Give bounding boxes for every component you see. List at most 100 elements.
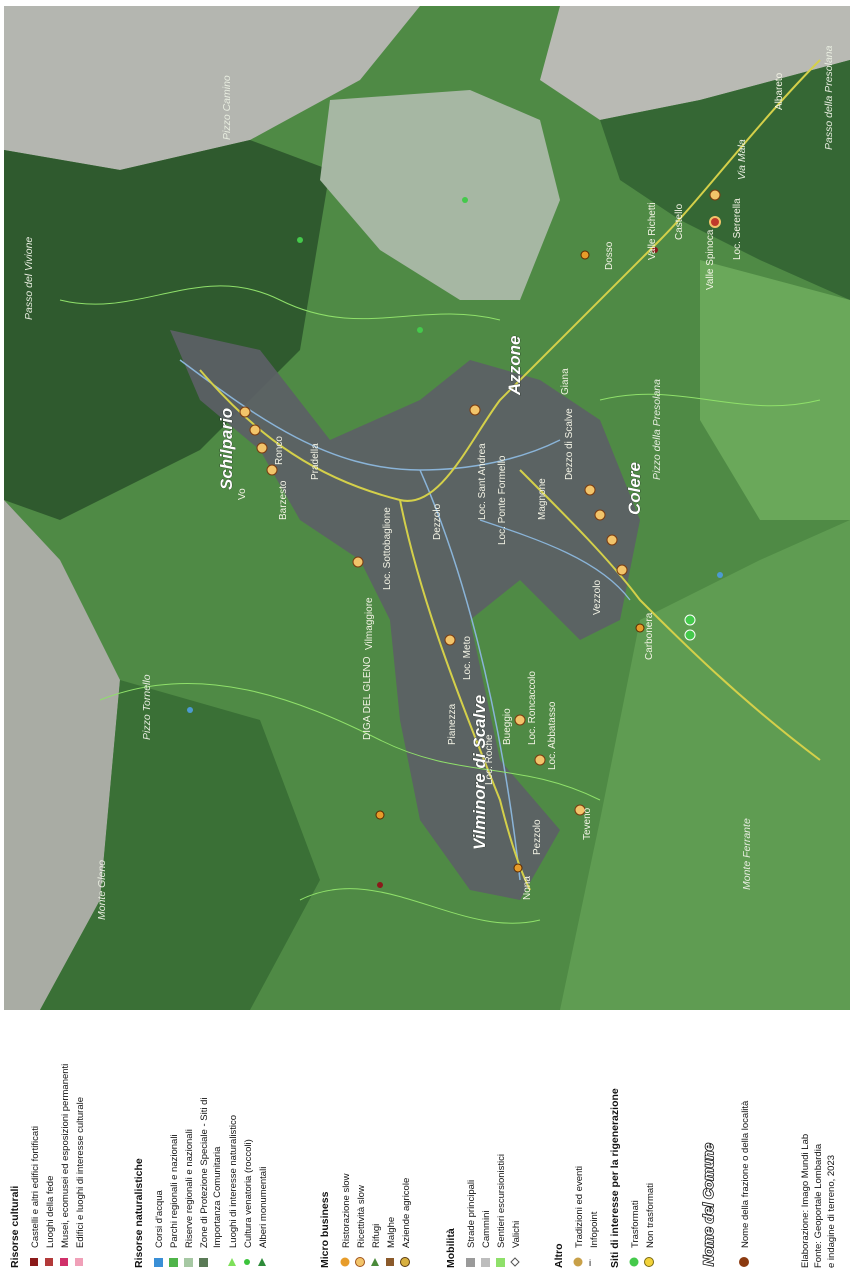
svg-text:Micro business: Micro business — [319, 1191, 331, 1268]
svg-text:Passo della Presolana: Passo della Presolana — [823, 45, 835, 150]
svg-text:Loc. Sottobaglione: Loc. Sottobaglione — [382, 507, 393, 590]
svg-text:Vo: Vo — [237, 488, 248, 500]
map-area[interactable]: Passo del Vivione Pizzo Camino Pizzo Tor… — [4, 6, 850, 1010]
reserve-icon — [184, 1258, 193, 1267]
main-road — [519, 469, 821, 761]
svg-text:Tradizioni ed eventi: Tradizioni ed eventi — [574, 1166, 585, 1248]
legend: Risorse culturali Castelli e altri edifi… — [9, 1064, 837, 1269]
poi-markers[interactable] — [187, 189, 723, 888]
rock-area — [540, 6, 850, 120]
svg-text:Trasformati: Trasformati — [630, 1200, 641, 1248]
svg-text:e indagine di terreno, 2023: e indagine di terreno, 2023 — [826, 1155, 837, 1268]
svg-text:Luoghi della fede: Luoghi della fede — [45, 1176, 56, 1248]
svg-text:Ronco: Ronco — [274, 436, 285, 465]
svg-text:Pradella: Pradella — [310, 443, 321, 480]
svg-text:Parchi regionali e nazionali: Parchi regionali e nazionali — [169, 1134, 180, 1248]
farm-icon — [400, 1257, 410, 1267]
svg-text:Siti di interesse per la rigen: Siti di interesse per la rigenerazione — [609, 1088, 621, 1268]
svg-text:Altro: Altro — [553, 1244, 565, 1269]
park-zone — [700, 260, 850, 520]
svg-text:Albareto: Albareto — [774, 72, 785, 110]
svg-text:Colere: Colere — [625, 462, 644, 515]
svg-text:Azzone: Azzone — [505, 336, 524, 397]
svg-text:Pezzolo: Pezzolo — [532, 819, 543, 855]
svg-text:Nome del Comune: Nome del Comune — [700, 1143, 716, 1266]
svg-text:Ricettività slow: Ricettività slow — [356, 1185, 367, 1248]
nature-icon — [228, 1258, 236, 1266]
svg-text:Loc. Sererella: Loc. Sererella — [732, 198, 743, 260]
svg-text:Loc. Sant Andrea: Loc. Sant Andrea — [477, 443, 488, 520]
river — [179, 359, 561, 471]
svg-text:Dezzo di Scalve: Dezzo di Scalve — [564, 408, 575, 480]
trail — [599, 393, 821, 407]
svg-text:Vezzolo: Vezzolo — [592, 580, 603, 615]
svg-text:Risorse culturali: Risorse culturali — [9, 1186, 21, 1268]
svg-text:Zone di Protezione Speciale -: Zone di Protezione Speciale - Siti di — [199, 1098, 210, 1249]
reserve-zone — [320, 90, 560, 300]
museum-icon — [60, 1258, 68, 1266]
svg-text:Importanza Comunitaria: Importanza Comunitaria — [212, 1146, 223, 1248]
svg-text:Valle Richetti: Valle Richetti — [647, 202, 658, 260]
svg-text:Risorse naturalistiche: Risorse naturalistiche — [133, 1158, 145, 1268]
svg-text:Vilminore di Scalve: Vilminore di Scalve — [470, 695, 489, 850]
svg-text:Passo del Vivione: Passo del Vivione — [23, 237, 35, 320]
forest-zone — [40, 680, 320, 1010]
svg-text:Bueggio: Bueggio — [502, 708, 513, 745]
zps-icon — [199, 1258, 208, 1267]
trail — [59, 285, 501, 321]
transformed-site-icon — [629, 1257, 639, 1267]
svg-text:Teveno: Teveno — [582, 807, 593, 840]
refuge-icon — [371, 1258, 379, 1266]
svg-text:Loc. Roncaccolo: Loc. Roncaccolo — [527, 671, 538, 745]
tree-icon — [258, 1258, 266, 1266]
svg-text:Monte Gleno: Monte Gleno — [96, 860, 108, 920]
water-icon — [154, 1258, 163, 1267]
svg-text:Nome della frazione o della lo: Nome della frazione o della località — [740, 1100, 751, 1248]
forest-zone — [600, 60, 850, 300]
place-labels: Passo del Vivione Pizzo Camino Pizzo Tor… — [23, 45, 835, 920]
svg-text:Pizzo Tornello: Pizzo Tornello — [141, 674, 153, 740]
church-icon — [45, 1258, 53, 1266]
svg-text:Musei, ecomusei ed esposizioni: Musei, ecomusei ed esposizioni permanent… — [60, 1064, 71, 1248]
park-zone — [560, 520, 850, 1010]
trail — [99, 682, 601, 801]
svg-text:Pizzo Camino: Pizzo Camino — [221, 75, 233, 140]
svg-text:Loc. Abbatasso: Loc. Abbatasso — [547, 701, 558, 770]
forest-zone — [4, 140, 330, 520]
rock-area — [4, 6, 420, 170]
road-icon — [466, 1258, 475, 1267]
svg-text:Pizzo della Presolana: Pizzo della Presolana — [651, 379, 663, 480]
river — [419, 469, 521, 881]
svg-text:Cammini: Cammini — [481, 1211, 492, 1248]
svg-text:Aziende agricole: Aziende agricole — [401, 1178, 412, 1248]
river — [479, 519, 631, 601]
svg-text:Malghe: Malghe — [386, 1217, 397, 1248]
main-road — [199, 59, 821, 502]
svg-text:Mobilità: Mobilità — [445, 1228, 457, 1268]
main-road — [399, 499, 531, 891]
svg-text:Nona: Nona — [522, 876, 533, 900]
svg-text:Sentieri escursionistici: Sentieri escursionistici — [496, 1154, 507, 1248]
svg-text:Alberi monumentali: Alberi monumentali — [258, 1167, 269, 1248]
svg-text:Vilmaggiore: Vilmaggiore — [364, 597, 375, 650]
trail — [299, 888, 541, 924]
svg-text:Via Mala: Via Mala — [736, 139, 748, 180]
svg-text:Giana: Giana — [560, 368, 571, 395]
svg-text:Castelli e altri edifici forti: Castelli e altri edifici fortificati — [30, 1126, 41, 1248]
svg-text:Magnone: Magnone — [537, 478, 548, 520]
svg-text:Ristorazione slow: Ristorazione slow — [341, 1173, 352, 1248]
svg-text:Rifugi: Rifugi — [371, 1224, 382, 1248]
malga-icon — [386, 1258, 394, 1266]
frazione-icon — [739, 1257, 749, 1267]
svg-text:Corsi d'acqua: Corsi d'acqua — [154, 1189, 165, 1248]
path-icon — [481, 1258, 490, 1267]
event-icon — [573, 1257, 583, 1267]
svg-text:Dezzolo: Dezzolo — [432, 503, 443, 540]
untransformed-site-icon — [644, 1257, 654, 1267]
info-icon: i — [589, 1258, 591, 1269]
svg-text:Castello: Castello — [674, 203, 685, 240]
svg-text:Barzesto: Barzesto — [278, 480, 289, 520]
svg-text:Riserve regionali e nazionali: Riserve regionali e nazionali — [184, 1129, 195, 1248]
park-icon — [169, 1258, 178, 1267]
